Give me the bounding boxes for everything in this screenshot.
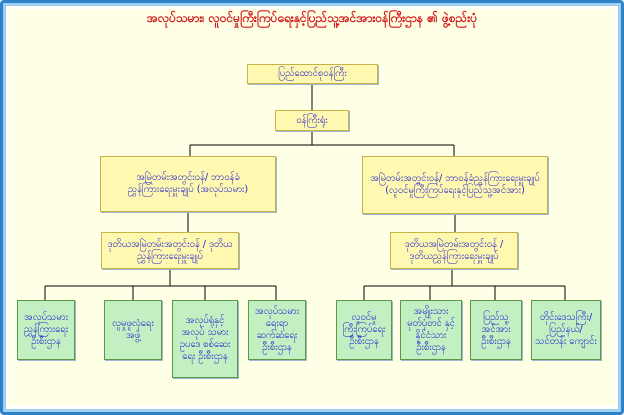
left-permanent-secretary-box: အမြဲတမ်းအတွင်းဝန်/ ဘာဝန်ခံညွှန်ကြားရေးမှ… — [100, 156, 276, 212]
dept-registration-box: အမျိုးသား မှတ်ပုံတင် နှင့် နိုင်ငံသား ဦး… — [400, 300, 462, 360]
left-deputy-box: ဒုတိယအမြဲတမ်းအတွင်းဝန် / ဒုတိယညွှန်ကြားရ… — [101, 232, 239, 269]
dept-regional-training-box: တိုင်းဒေသကြီး/ ပြည်နယ်/ သင်တန်း ကျောင်း — [531, 300, 601, 360]
dept-manpower-box: ပြည်သူ့ အင်အား ဦးစီးဌာန — [470, 300, 522, 360]
minister-office-box: ဝန်ကြီးရုံး — [275, 110, 349, 131]
dept-labour-relations-box: အလုပ်သမား ရေးရာ ဆက်ဆံရေး ဦးစီးဌာန — [248, 300, 306, 360]
dept-social-security-box: လူမှုဖူလုံရေး အဖွဲ့ — [104, 300, 162, 360]
right-permanent-secretary-box: အမြဲတမ်းအတွင်းဝန်/ ဘာဝန်ခံညွှန်ကြားရေးမှ… — [362, 156, 548, 214]
dept-labour-box: အလုပ်သမား ညွှန်ကြားရေး ဦးစီးဌာန — [17, 300, 75, 360]
chart-title: အလုပ်သမား၊ လူဝင်မှုကြီးကြပ်ရေးနှင့်ပြည်သ… — [146, 11, 478, 25]
dept-factory-inspection-box: အလုပ်ရုံနှင့် အလုပ် သမားဥပဒေ စစ်ဆေးရေး ဦ… — [172, 300, 238, 378]
dept-immigration-box: လူဝင်မှု ကြီးကြပ်ရေး ဦးစီးဌာန — [336, 300, 392, 360]
right-deputy-box: ဒုတိယအမြဲတမ်းအတွင်းဝန် / ဒုတိယညွှန်ကြားရ… — [390, 232, 518, 269]
union-minister-box: ပြည်ထောင်စုဝန်ကြီး — [247, 64, 378, 84]
